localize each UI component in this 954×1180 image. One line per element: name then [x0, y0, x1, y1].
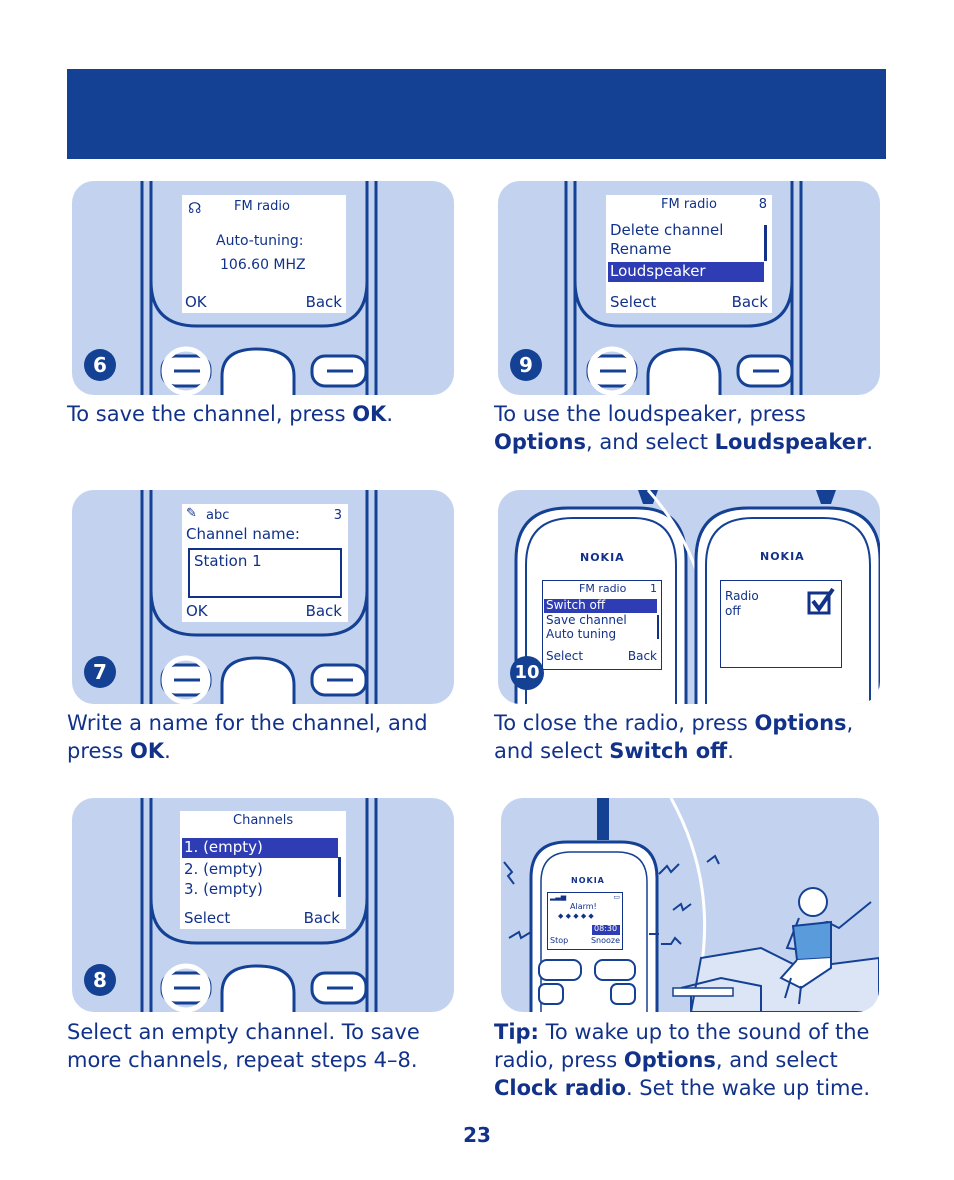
right-softkey[interactable]: Back	[305, 293, 342, 311]
menu-item-switch-off[interactable]: Switch off	[544, 598, 657, 613]
channel-count: 1	[650, 582, 657, 595]
phone-outline	[140, 181, 378, 395]
scrollbar	[657, 615, 659, 639]
screen-title: Channels	[233, 813, 294, 828]
step-6-caption: To save the channel, press OK.	[67, 402, 393, 426]
channel-item-2[interactable]: 2. (empty)	[184, 860, 263, 878]
scrollbar	[764, 225, 767, 261]
left-softkey[interactable]: OK	[185, 293, 207, 311]
pen-icon: ✎	[186, 506, 197, 521]
right-softkey[interactable]: Back	[303, 909, 340, 927]
channel-item-1[interactable]: 1. (empty)	[182, 838, 338, 858]
menu-item-save-channel[interactable]: Save channel	[546, 613, 627, 627]
channel-count: 8	[758, 197, 767, 212]
channel-name-field[interactable]: Station 1	[188, 548, 342, 598]
phone-screen: ✎ abc 3 Channel name: Station 1 OK Back	[182, 504, 348, 622]
left-softkey[interactable]: Select	[610, 293, 657, 311]
brand-logo: NOKIA	[571, 876, 605, 885]
step-badge: 8	[84, 964, 116, 996]
phone-screen: FM radio 8 Delete channel Rename Loudspe…	[606, 195, 772, 313]
phone-outline	[140, 490, 378, 704]
step-9-illustration: FM radio 8 Delete channel Rename Loudspe…	[498, 181, 880, 395]
step-6-illustration: ☊ FM radio Auto-tuning: 106.60 MHZ OK Ba…	[72, 181, 454, 395]
menu-item-delete-channel[interactable]: Delete channel	[610, 221, 724, 239]
step-badge: 10	[510, 656, 544, 690]
off-label: off	[725, 604, 741, 618]
screen-title: FM radio	[661, 197, 717, 212]
checkmark-icon	[807, 587, 835, 615]
headset-icon: ☊	[188, 199, 202, 217]
alarm-label: Alarm!	[570, 902, 597, 911]
screen-title: FM radio	[234, 199, 290, 214]
signal-icon: ▂▃▅	[550, 893, 567, 901]
right-softkey[interactable]: Back	[305, 602, 342, 620]
step-10-caption: To close the radio, press Options, and s…	[494, 711, 854, 763]
tip-illustration: NOKIA ▂▃▅ ▭ Alarm! ◆ ◆ ◆ ◆ ◆ 08:30 Stop …	[501, 798, 879, 1012]
right-softkey[interactable]: Back	[731, 293, 768, 311]
step-badge: 6	[84, 349, 116, 381]
brand-logo-2: NOKIA	[760, 550, 805, 563]
step-7-illustration: ✎ abc 3 Channel name: Station 1 OK Back …	[72, 490, 454, 704]
tip-caption: Tip: To wake up to the sound of the radi…	[494, 1020, 871, 1100]
right-softkey[interactable]: Back	[627, 649, 657, 663]
radio-label: Radio	[725, 589, 759, 603]
channel-name-label: Channel name:	[186, 525, 300, 543]
menu-item-loudspeaker[interactable]: Loudspeaker	[608, 262, 764, 282]
left-softkey[interactable]: OK	[186, 602, 208, 620]
battery-icon: ▭	[613, 893, 620, 901]
phone-screen: ☊ FM radio Auto-tuning: 106.60 MHZ OK Ba…	[182, 195, 346, 313]
alarm-screen: ▂▃▅ ▭ Alarm! ◆ ◆ ◆ ◆ ◆ 08:30 Stop Snooze	[547, 892, 623, 950]
step-10-illustration: NOKIA FM radio 1 Switch off Save channel…	[498, 490, 880, 704]
stop-softkey[interactable]: Stop	[550, 936, 569, 945]
radio-off-screen: Radio off	[720, 580, 842, 668]
menu-item-rename[interactable]: Rename	[610, 240, 672, 258]
step-7-caption: Write a name for the channel, and press …	[67, 711, 428, 763]
menu-item-auto-tuning[interactable]: Auto tuning	[546, 627, 617, 641]
frequency-value: 106.60 MHZ	[220, 257, 306, 273]
alarm-time: 08:30	[592, 924, 620, 935]
brand-logo: NOKIA	[580, 551, 625, 564]
phone-outline	[564, 181, 803, 395]
left-softkey[interactable]: Select	[184, 909, 231, 927]
snooze-softkey[interactable]: Snooze	[590, 936, 620, 945]
phone-screen: FM radio 1 Switch off Save channel Auto …	[542, 580, 662, 670]
phone-screen: Channels 1. (empty) 2. (empty) 3. (empty…	[180, 811, 346, 929]
screen-title: FM radio	[579, 582, 627, 595]
scrollbar	[338, 857, 341, 897]
char-count: 3	[333, 508, 342, 523]
header-banner	[67, 69, 886, 159]
alarm-symbols: ◆ ◆ ◆ ◆ ◆	[558, 912, 594, 920]
left-softkey[interactable]: Select	[546, 649, 584, 663]
phone-outline	[140, 798, 378, 1012]
step-9-caption: To use the loudspeaker, press Options, a…	[494, 402, 874, 454]
channel-item-3[interactable]: 3. (empty)	[184, 880, 263, 898]
step-badge: 7	[84, 656, 116, 688]
page-number: 23	[463, 1123, 491, 1147]
input-mode: abc	[206, 508, 230, 523]
step-badge: 9	[510, 349, 542, 381]
tuning-label: Auto-tuning:	[216, 233, 304, 249]
step-8-illustration: Channels 1. (empty) 2. (empty) 3. (empty…	[72, 798, 454, 1012]
step-8-caption: Select an empty channel. To save more ch…	[67, 1020, 420, 1072]
